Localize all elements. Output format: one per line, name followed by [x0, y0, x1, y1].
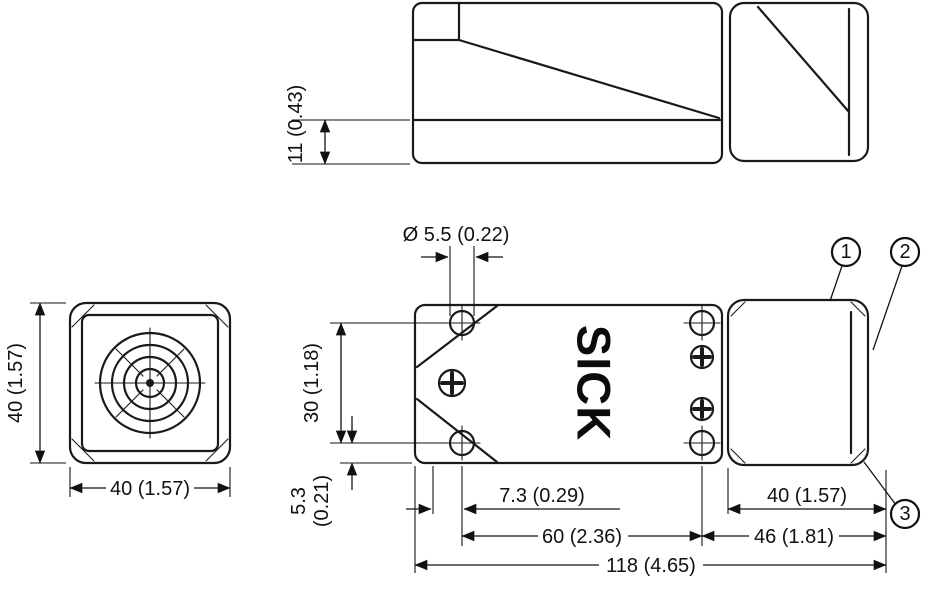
dim-hole-diameter: Ø 5.5 (0.22): [403, 224, 510, 316]
callout-3-number: 3: [899, 503, 910, 525]
side-view-connector-block: [728, 1, 870, 163]
dim-label-connector-width: 40 (1.57): [767, 485, 847, 507]
callout-2: 2: [872, 236, 921, 351]
top-view-connector-block: [726, 298, 870, 467]
dim-connector-width: 40 (1.57): [727, 468, 887, 515]
mounting-hole-bottom-right: [683, 425, 721, 461]
optical-face-rings: [94, 327, 206, 439]
callout-1: 1: [829, 236, 862, 302]
dim-front-height: 40 (1.57): [5, 302, 66, 464]
dim-connector-length: 46 (1.81): [701, 525, 887, 548]
dim-label-hole-spacing-vertical: 30 (1.18): [301, 343, 323, 423]
screw-left: [437, 368, 467, 398]
dim-bottom-offset: 5.3 (0.21): [288, 416, 412, 527]
mounting-hole-top-left: [443, 305, 481, 341]
side-view-housing: [411, 1, 724, 165]
dim-total-length: 118 (4.65): [414, 466, 887, 577]
dim-label-hole-edge-offset: 7.3 (0.29): [499, 485, 585, 507]
dim-label-flange-height: 11 (0.43): [285, 85, 307, 164]
dim-flange-height: 11 (0.43): [285, 85, 410, 165]
screw-right-lower: [689, 396, 715, 422]
dim-label-front-width: 40 (1.57): [110, 478, 190, 500]
dim-label-hole-diameter: Ø 5.5 (0.22): [403, 224, 510, 246]
brand-logo: SICK: [568, 325, 621, 441]
front-view: [68, 301, 232, 465]
mounting-hole-bottom-left: [443, 425, 481, 461]
dim-front-width: 40 (1.57): [69, 467, 231, 500]
dim-hole-spacing-vertical: 30 (1.18): [301, 322, 448, 444]
dim-label-hole-spacing-horizontal: 60 (2.36): [542, 526, 622, 548]
dim-label-front-height: 40 (1.57): [5, 343, 27, 423]
dim-hole-spacing-horizontal: 60 (2.36): [461, 466, 703, 548]
top-view-housing: SICK: [413, 303, 724, 465]
callout-2-number: 2: [899, 241, 910, 263]
callout-1-number: 1: [840, 241, 851, 263]
dim-label-total-length: 118 (4.65): [606, 555, 696, 577]
dim-label-connector-length: 46 (1.81): [754, 526, 834, 548]
callout-3: 3: [863, 461, 921, 530]
screw-right-upper: [689, 344, 715, 370]
mounting-hole-top-right: [683, 305, 721, 341]
dim-label-bottom-offset-mm: 5.3: [288, 487, 310, 515]
dim-label-bottom-offset-in: (0.21): [311, 475, 333, 527]
